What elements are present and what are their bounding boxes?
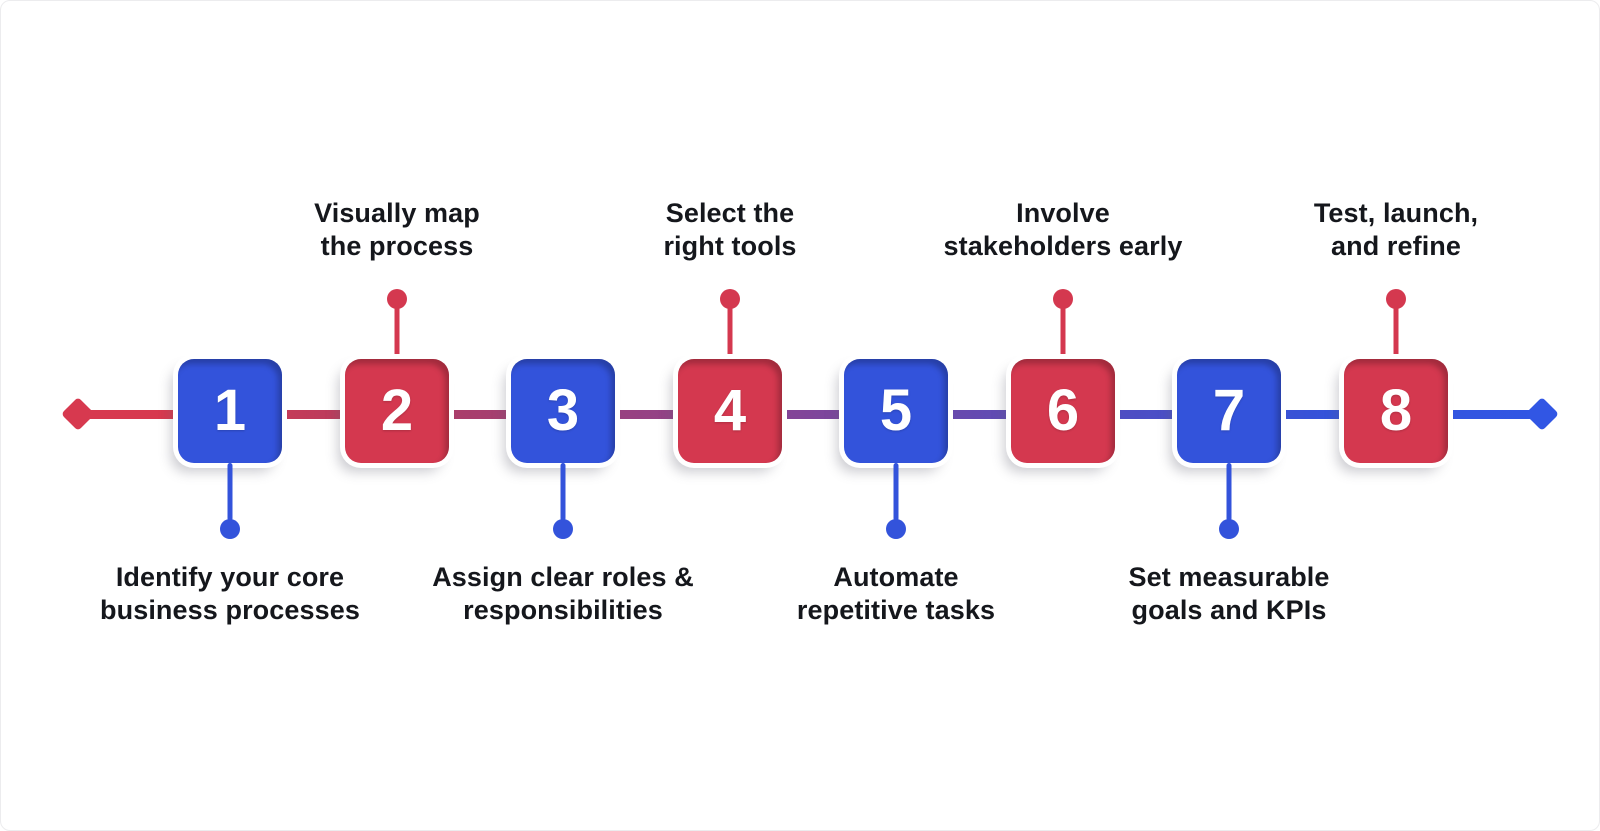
step-connector-stem <box>227 463 233 521</box>
step-connector-stem <box>394 299 400 359</box>
step-label-line: Assign clear roles & <box>432 562 694 592</box>
step-connector-stem <box>893 463 899 521</box>
step-box: 7 <box>1177 359 1281 463</box>
step-number: 8 <box>1379 378 1413 443</box>
step-box: 1 <box>178 359 282 463</box>
step-number: 1 <box>213 378 247 443</box>
step-label: Identify your core business processes <box>80 561 380 627</box>
step-label: Automate repetitive tasks <box>746 561 1046 627</box>
step-connector-dot <box>1219 519 1239 539</box>
step-connector-stem <box>1226 463 1232 521</box>
step-connector-stem <box>727 299 733 359</box>
step-6: Involve stakeholders early 6 <box>913 1 1213 830</box>
step-box: 3 <box>511 359 615 463</box>
step-8: Test, launch, and refine 8 <box>1246 1 1546 830</box>
step-label: Select the right tools <box>580 197 880 263</box>
step-label-line: responsibilities <box>463 595 663 625</box>
step-1: 1 Identify your core business processes <box>80 1 380 830</box>
step-label-line: right tools <box>663 231 797 261</box>
step-connector-dot <box>553 519 573 539</box>
step-connector-dot <box>220 519 240 539</box>
step-label: Set measurable goals and KPIs <box>1079 561 1379 627</box>
step-label-line: Identify your core <box>115 562 345 592</box>
step-label-line: Test, launch, <box>1313 198 1479 228</box>
step-5: 5 Automate repetitive tasks <box>746 1 1046 830</box>
step-label: Visually map the process <box>247 197 547 263</box>
step-label-line: Automate <box>833 562 959 592</box>
step-label-line: repetitive tasks <box>796 595 996 625</box>
step-number: 6 <box>1046 378 1080 443</box>
step-number: 5 <box>879 378 913 443</box>
step-box: 2 <box>345 359 449 463</box>
step-label-line: Set measurable <box>1128 562 1330 592</box>
step-number: 7 <box>1212 378 1246 443</box>
step-label: Involve stakeholders early <box>913 197 1213 263</box>
step-4: Select the right tools 4 <box>580 1 880 830</box>
step-2: Visually map the process 2 <box>247 1 547 830</box>
step-connector-stem <box>1060 299 1066 359</box>
step-label-line: stakeholders early <box>943 231 1183 261</box>
timeline-line <box>78 410 1542 419</box>
step-connector-stem <box>1393 299 1399 359</box>
step-label-line: business processes <box>100 595 360 625</box>
step-box: 4 <box>678 359 782 463</box>
step-label-line: Involve <box>1016 198 1110 228</box>
step-connector-dot <box>886 519 906 539</box>
step-3: 3 Assign clear roles & responsibilities <box>413 1 713 830</box>
step-label: Assign clear roles & responsibilities <box>413 561 713 627</box>
step-connector-stem <box>560 463 566 521</box>
step-label: Test, launch, and refine <box>1246 197 1546 263</box>
step-label-line: and refine <box>1330 231 1462 261</box>
step-box: 6 <box>1011 359 1115 463</box>
step-number: 2 <box>380 378 414 443</box>
step-label-line: Select the <box>665 198 795 228</box>
step-number: 4 <box>713 378 747 443</box>
step-label-line: the process <box>320 231 474 261</box>
step-label-line: goals and KPIs <box>1131 595 1327 625</box>
step-number: 3 <box>546 378 580 443</box>
step-box: 8 <box>1344 359 1448 463</box>
step-box: 5 <box>844 359 948 463</box>
step-7: 7 Set measurable goals and KPIs <box>1079 1 1379 830</box>
step-label-line: Visually map <box>314 198 480 228</box>
